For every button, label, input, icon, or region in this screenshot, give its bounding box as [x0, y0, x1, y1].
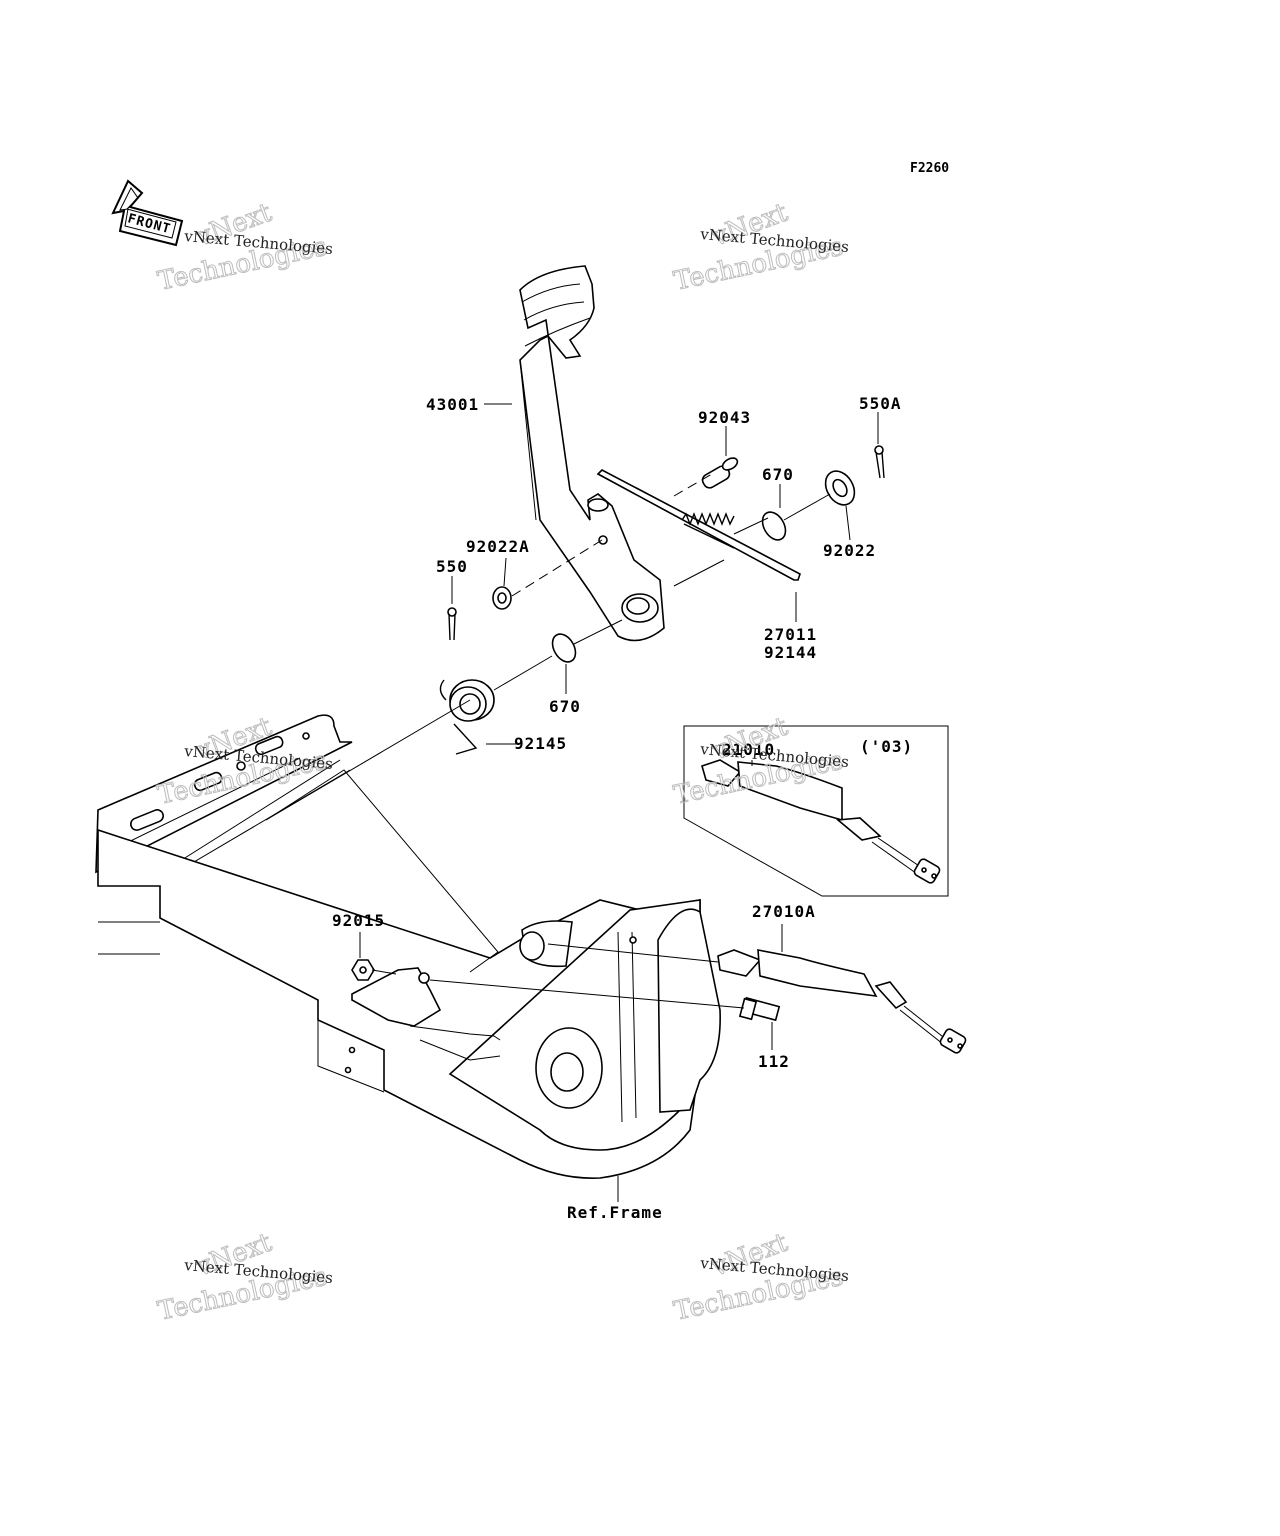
cotter-pin-550-drawing [447, 607, 457, 641]
pin-92043-drawing [701, 457, 739, 489]
watermark-bottom-right: vNext Technologies vNext Technologies [671, 1227, 850, 1327]
diagram-code: F2260 [910, 161, 949, 176]
label-variant-03: ('03) [860, 737, 913, 756]
washer-92022A-drawing [492, 586, 512, 610]
leader-lines [265, 403, 879, 1202]
o-ring-670-lower [551, 633, 577, 663]
washer-92022-drawing [824, 470, 856, 506]
label-670-upper: 670 [762, 465, 794, 484]
label-21010: 21010 [722, 740, 775, 759]
label-550A: 550A [859, 394, 902, 413]
switch-27010A-drawing [717, 949, 967, 1054]
label-92145: 92145 [514, 734, 567, 753]
label-670-lower: 670 [549, 697, 581, 716]
label-92015: 92015 [332, 911, 385, 930]
watermark-top-right: vNext Technologies vNext Technologies [671, 197, 850, 297]
label-27010A: 27010A [752, 902, 816, 921]
label-92144: 92144 [764, 643, 817, 662]
label-ref-frame: Ref.Frame [567, 1203, 663, 1222]
brake-pedal-drawing [519, 265, 665, 642]
label-92043: 92043 [698, 408, 751, 427]
cotter-pin-550A-drawing [874, 445, 885, 479]
label-112: 112 [758, 1052, 790, 1071]
label-92022: 92022 [823, 541, 876, 560]
bolt-112-drawing [738, 996, 781, 1022]
inset-03-box [683, 725, 949, 897]
label-550: 550 [436, 557, 468, 576]
o-ring-670-upper [761, 511, 787, 541]
watermark-bottom-left: vNext Technologies vNext Technologies [155, 1227, 334, 1327]
spring-92145-drawing [439, 679, 495, 755]
front-arrow-icon: FRONT [111, 179, 184, 247]
label-27011: 27011 [764, 625, 817, 644]
nut-92015-drawing [351, 959, 375, 981]
watermark-top-left: vNext Technologies vNext Technologies [155, 197, 334, 297]
spring-92144-drawing [681, 512, 735, 549]
rod-27011-drawing [596, 469, 801, 581]
label-92022A: 92022A [466, 537, 530, 556]
label-43001: 43001 [426, 395, 479, 414]
frame-drawing [95, 714, 721, 1179]
